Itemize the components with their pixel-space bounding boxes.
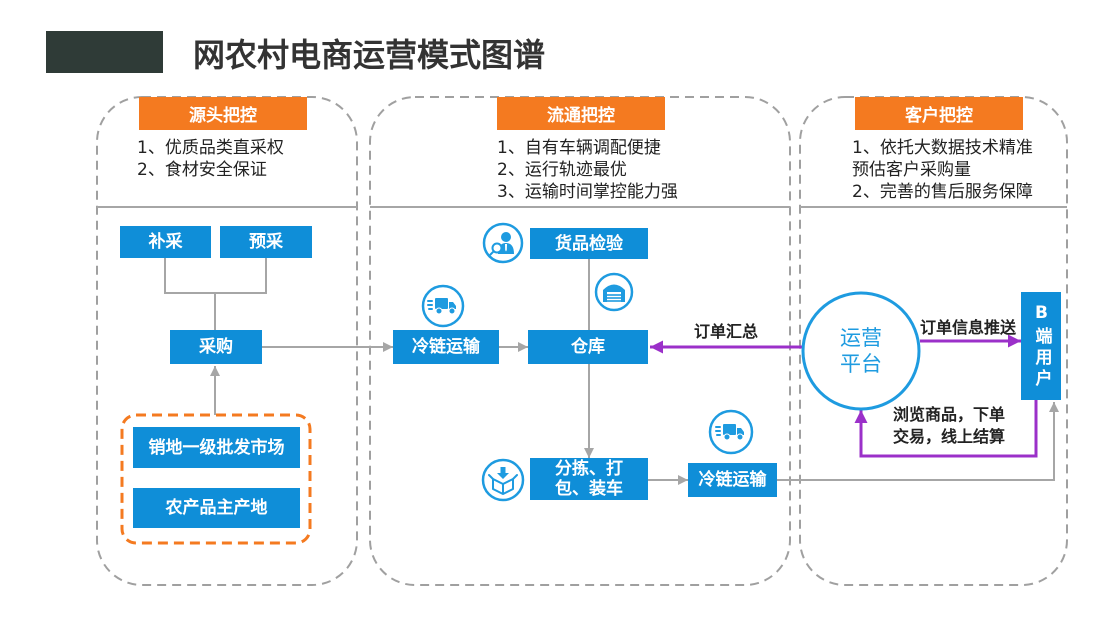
customer-point: 预估客户采购量 bbox=[852, 160, 971, 180]
pre-purchase-node: 预采 bbox=[220, 226, 312, 258]
browse-trade-line: 浏览商品，下单 bbox=[893, 405, 1006, 424]
supplement-purchase-node: 补采 bbox=[120, 226, 211, 258]
browse-trade-label: 浏览商品，下单 交易，线上结算 bbox=[893, 404, 1005, 448]
wholesale-market-node: 销地一级批发市场 bbox=[133, 427, 300, 468]
cold-chain-outbound-node: 冷链运输 bbox=[688, 463, 777, 497]
supply-origin-group bbox=[120, 413, 312, 545]
operations-platform-label: 运营 平台 bbox=[811, 325, 911, 377]
source-point: 1、优质品类直采权 bbox=[137, 138, 284, 158]
customer-control-panel bbox=[799, 96, 1068, 586]
customer-points: 1、依托大数据技术精准 预估客户采购量 2、完善的售后服务保障 bbox=[852, 137, 1033, 203]
source-points: 1、优质品类直采权 2、食材安全保证 bbox=[137, 137, 284, 181]
order-summary-label: 订单汇总 bbox=[694, 322, 759, 341]
b-end-user-label: B端用户 bbox=[1031, 302, 1052, 390]
delivery-to-b-user-arrow bbox=[777, 402, 1059, 481]
circulation-point: 3、运输时间掌控能力强 bbox=[497, 182, 678, 202]
sorting-packing-line: 分拣、打 bbox=[555, 459, 623, 479]
platform-label-line: 平台 bbox=[840, 352, 882, 376]
sorting-packing-node: 分拣、打 包、装车 bbox=[530, 458, 648, 500]
browse-trade-line: 交易，线上结算 bbox=[893, 427, 1006, 446]
warehouse-icon bbox=[594, 272, 634, 312]
circulation-control-header: 流通把控 bbox=[497, 97, 665, 130]
source-point: 2、食材安全保证 bbox=[137, 160, 267, 180]
circulation-point: 2、运行轨迹最优 bbox=[497, 160, 627, 180]
browse-trade-arrow bbox=[854, 400, 1038, 458]
title-accent-bar bbox=[46, 31, 163, 73]
delivery-truck-icon bbox=[421, 284, 465, 328]
platform-label-line: 运营 bbox=[840, 326, 882, 350]
customer-control-header: 客户把控 bbox=[855, 97, 1023, 130]
delivery-truck-icon bbox=[708, 409, 754, 455]
sorting-packing-line: 包、装车 bbox=[555, 479, 623, 499]
purchase-node: 采购 bbox=[170, 330, 262, 364]
circulation-point: 1、自有车辆调配便捷 bbox=[497, 138, 661, 158]
b-end-user-node: B端用户 bbox=[1021, 292, 1061, 400]
packing-box-icon bbox=[481, 458, 525, 502]
customer-point: 2、完善的售后服务保障 bbox=[852, 182, 1033, 202]
inspector-magnifier-icon bbox=[482, 222, 524, 264]
customer-point: 1、依托大数据技术精准 bbox=[852, 138, 1033, 158]
source-control-panel bbox=[96, 96, 358, 586]
purchase-merge-connector bbox=[164, 258, 267, 330]
operations-platform-circle bbox=[801, 291, 921, 411]
warehouse-node: 仓库 bbox=[528, 330, 648, 364]
inspection-node: 货品检验 bbox=[530, 228, 648, 259]
production-area-node: 农产品主产地 bbox=[133, 488, 300, 528]
circulation-points: 1、自有车辆调配便捷 2、运行轨迹最优 3、运输时间掌控能力强 bbox=[497, 137, 678, 203]
order-push-label: 订单信息推送 bbox=[920, 318, 1017, 337]
page-title: 网农村电商运营模式图谱 bbox=[193, 36, 546, 74]
source-control-header: 源头把控 bbox=[139, 97, 307, 130]
cold-chain-inbound-node: 冷链运输 bbox=[393, 330, 499, 364]
